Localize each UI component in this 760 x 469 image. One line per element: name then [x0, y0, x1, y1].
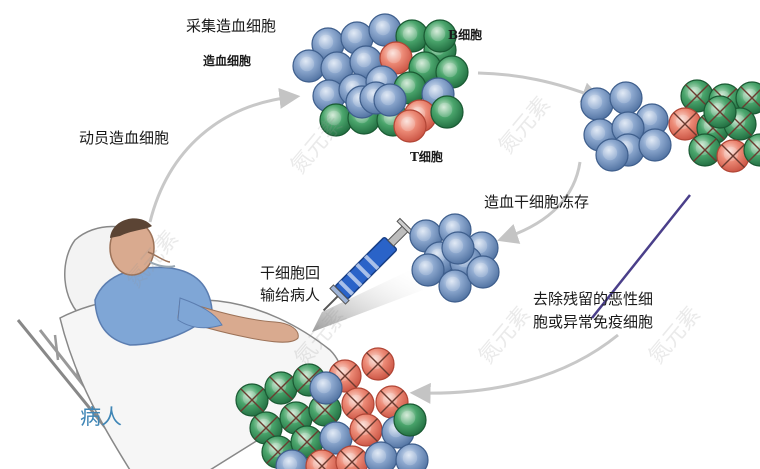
residual-cell [275, 449, 309, 469]
cryo-stem-cell [411, 253, 445, 287]
residual-cell [395, 443, 429, 469]
processed-stem-cell [638, 128, 672, 162]
reinfuse-label-line1: 干细胞回 [260, 264, 321, 282]
residual-cell [308, 393, 342, 427]
removed-cell [680, 79, 714, 113]
residual-cell [393, 403, 427, 437]
removed-cell [743, 133, 760, 167]
mobilize-label: 动员造血细胞 [79, 129, 170, 147]
collected-cell [423, 19, 457, 53]
collected-cell [319, 103, 353, 137]
cryo-stem-cell [441, 231, 475, 265]
collected-cell [379, 41, 413, 75]
flow-arrows [148, 71, 691, 404]
collected-cell [430, 95, 464, 129]
patient-label: 病人 [80, 405, 122, 429]
reinfuse-label-line2: 输给病人 [260, 286, 321, 304]
remove-label-line2: 胞或异常免疫细胞 [533, 313, 654, 331]
collected-cell [292, 49, 326, 83]
collected-cell [393, 109, 427, 143]
processed-stem-cell [609, 81, 643, 115]
cryo-stem-cell [438, 269, 472, 303]
residual-cell [235, 383, 269, 417]
hsc-pointer-label: 造血细胞 [203, 54, 252, 68]
infusion-shadow [312, 270, 423, 332]
removed-cell [668, 107, 702, 141]
cryo-stem-cell [466, 255, 500, 289]
cryo-label: 造血干细胞冻存 [484, 193, 590, 211]
removed-cell [716, 139, 750, 173]
residual-cell [292, 363, 326, 397]
removed-cell [703, 95, 737, 129]
collected-cell [368, 13, 402, 47]
remove-label-line1: 去除残留的恶性细 [533, 290, 654, 308]
b-cell-label: B细胞 [448, 28, 483, 42]
residual-cell [264, 371, 298, 405]
arrow-collect-to-process [477, 71, 603, 103]
purple-divider-line [591, 194, 691, 319]
residual-cell [309, 371, 343, 405]
cell-clusters [235, 13, 760, 469]
processed-stem-cell [595, 138, 629, 172]
removed-cell [688, 133, 722, 167]
collect-label: 采集造血细胞 [186, 17, 277, 35]
t-cell-label: T细胞 [410, 150, 443, 164]
processed-stem-cell [580, 87, 614, 121]
arrow-remove [409, 333, 619, 404]
residual-cell [335, 445, 369, 469]
arrow-cryo [497, 161, 582, 244]
residual-cell [341, 387, 375, 421]
collected-cell [373, 83, 407, 117]
residual-cell [364, 441, 398, 469]
residual-cell [290, 425, 324, 459]
residual-cell [349, 413, 383, 447]
arrow-mobilize [148, 87, 301, 223]
residual-cell [305, 449, 339, 469]
residual-cell [361, 347, 395, 381]
